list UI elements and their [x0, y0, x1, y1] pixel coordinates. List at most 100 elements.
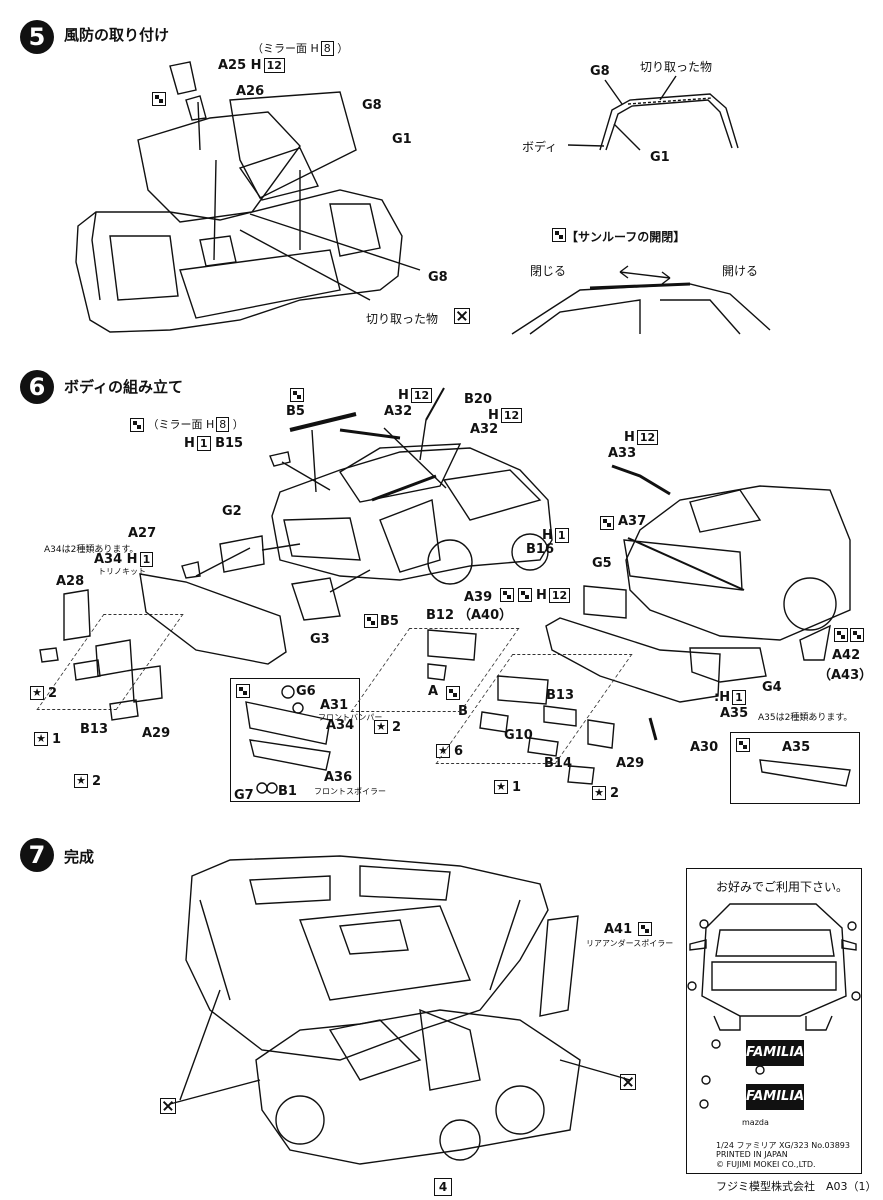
part-a43: （A43）: [818, 668, 873, 683]
glue-icon: [638, 922, 652, 936]
star-count-6: 6: [454, 744, 464, 759]
step-5-number: 5: [20, 20, 54, 54]
cut-off-label: 切り取った物: [366, 312, 439, 326]
label-b: B: [458, 704, 468, 719]
sunroof-open: 開ける: [722, 264, 759, 278]
star-count-2c: 2: [392, 720, 402, 735]
part-a33: A33: [608, 446, 637, 461]
glue-icon: [552, 228, 566, 242]
glue-icon: [364, 614, 378, 628]
step-7-title: 完成: [64, 848, 95, 866]
step-6-number: 6: [20, 370, 54, 404]
part-g2: G2: [222, 504, 242, 519]
part-a40: （A40）: [458, 608, 513, 623]
part-a30: A30: [690, 740, 719, 755]
label-a: A: [428, 684, 439, 699]
part-b13-b: B13: [546, 688, 574, 703]
star-icon: ★: [494, 780, 508, 794]
glue-icon: [600, 516, 614, 530]
star-icon: ★: [74, 774, 88, 788]
part-g7: G7: [234, 788, 254, 803]
part-g3: G3: [310, 632, 330, 647]
detail-body: ボディ: [522, 140, 558, 154]
detail-g8: G8: [590, 64, 610, 79]
glue-icon: [236, 684, 250, 698]
part-a32-b-label: A32: [470, 422, 499, 437]
a36-sub: フロントスポイラー: [314, 787, 386, 796]
part-g6: G6: [296, 684, 316, 699]
a35-inset: [730, 732, 860, 804]
detail-cut: 切り取った物: [640, 60, 713, 74]
part-a35: A35: [720, 706, 749, 721]
part-g8-a: G8: [362, 98, 382, 113]
part-g10: G10: [504, 728, 533, 743]
part-g1: G1: [392, 132, 412, 147]
part-a35-inset: A35: [782, 740, 811, 755]
doc-code: A03（1）: [826, 1180, 877, 1193]
decal-sheet: [686, 868, 862, 1174]
step-5-title: 風防の取り付け: [64, 26, 170, 44]
decal-title: お好みでご利用下さい。: [716, 880, 849, 894]
glue-icon: [518, 588, 532, 602]
glue-icon: [152, 92, 166, 106]
part-b14: B14: [544, 756, 572, 771]
glue-icon: [446, 686, 460, 700]
cut-icon: [620, 1074, 636, 1090]
part-b1: B1: [278, 784, 297, 799]
part-b13-a: B13: [80, 722, 108, 737]
star-icon: ★: [374, 720, 388, 734]
glue-icon: [290, 388, 304, 402]
bumper-inset: [230, 678, 360, 802]
part-a28: A28: [56, 574, 85, 589]
maker-name: フジミ模型株式会社: [716, 1180, 815, 1193]
part-a39: A39: [464, 590, 493, 605]
decal-small-1: 1/24 ファミリア XG/323 No.03893: [716, 1141, 850, 1150]
part-a42: A42: [832, 648, 861, 663]
part-b5-top: B5: [286, 404, 305, 419]
a34-sub: トリノキット: [98, 567, 146, 576]
part-g8-b: G8: [428, 270, 448, 285]
sunroof-title: 【サンルーフの開閉】: [566, 230, 686, 244]
cut-icon: [454, 308, 470, 324]
a34-note: A34は2種類あります。: [44, 545, 139, 555]
decal-mazda: mazda: [742, 1118, 769, 1127]
glue-icon: [834, 628, 848, 642]
part-g4: G4: [762, 680, 782, 695]
part-a31: A31: [320, 698, 349, 713]
familia-decal-1: FAMILIA: [746, 1040, 804, 1066]
sunroof-close: 閉じる: [530, 264, 567, 278]
part-a26: A26: [236, 84, 265, 99]
part-a27: A27: [128, 526, 157, 541]
part-a34-inset: A34: [326, 718, 355, 733]
star-icon: ★: [436, 744, 450, 758]
a41-sub: リアアンダースポイラー: [586, 939, 674, 948]
star-icon: ★: [30, 686, 44, 700]
star-count-1b: 1: [512, 780, 522, 795]
star-count-1a: 1: [52, 732, 62, 747]
star-count-2a: 2: [48, 686, 58, 701]
a35-note: A35は2種類あります。: [758, 713, 853, 723]
part-b12: B12: [426, 608, 454, 623]
step-7-number: 7: [20, 838, 54, 872]
a31-sub: フロントバンパー: [318, 713, 383, 722]
part-b20-label: B20: [464, 392, 492, 407]
step-6-title: ボディの組み立て: [64, 378, 183, 396]
familia-decal-2: FAMILIA: [746, 1084, 804, 1110]
part-a29-a: A29: [142, 726, 171, 741]
glue-icon: [850, 628, 864, 642]
part-a41: A41: [604, 922, 633, 937]
glue-icon: [736, 738, 750, 752]
